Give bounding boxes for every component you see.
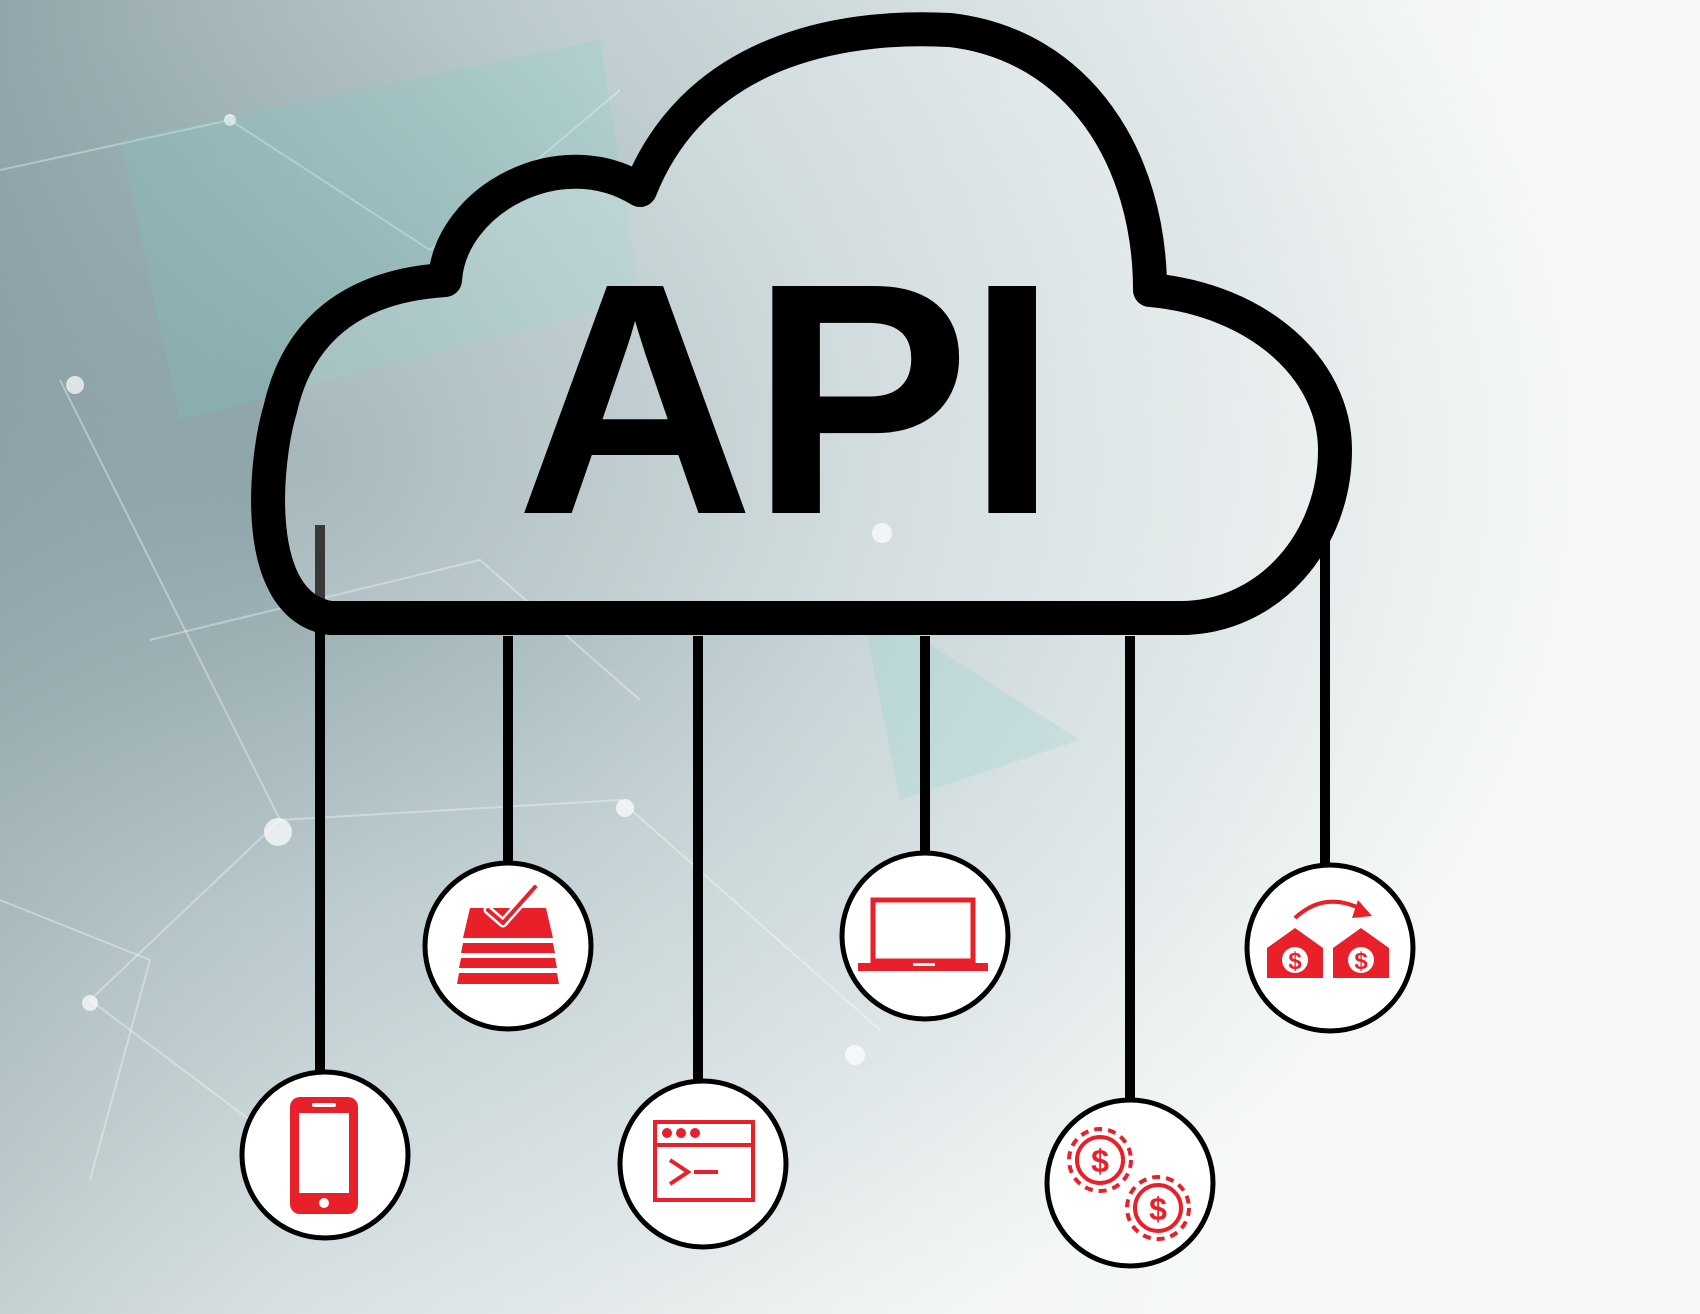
- dollar-sign-left: $: [1091, 1143, 1109, 1179]
- node-circle: [617, 1078, 789, 1250]
- bank-transfer-icon: [1267, 899, 1389, 978]
- terminal-window-icon: [653, 1120, 755, 1202]
- cloud-title: API: [516, 214, 1054, 583]
- node-laptop[interactable]: [839, 850, 1011, 1022]
- smartphone-icon: [290, 1097, 358, 1214]
- dollar-sign-right: $: [1149, 1191, 1167, 1227]
- laptop-icon: [858, 897, 988, 971]
- node-mobile[interactable]: [239, 1069, 411, 1241]
- dollar-gears-icon: [1067, 1127, 1191, 1241]
- node-terminal[interactable]: [617, 1078, 789, 1250]
- network-dots-decoration: [66, 114, 892, 1065]
- node-circle: [1244, 862, 1416, 1034]
- connector-lines: [315, 525, 1330, 1100]
- node-bank-transfer[interactable]: $ $: [1244, 862, 1416, 1034]
- bank-dollar-right: $: [1354, 948, 1368, 975]
- node-circle: [1044, 1097, 1216, 1269]
- screen-glow-decoration: [120, 40, 1080, 800]
- cloud-outline: [251, 12, 1352, 635]
- stacked-layers-check-icon: [457, 882, 559, 984]
- bank-dollar-left: $: [1288, 948, 1302, 975]
- node-circle: [839, 850, 1011, 1022]
- node-gears[interactable]: $ $: [1044, 1097, 1216, 1269]
- node-layers[interactable]: [422, 860, 594, 1032]
